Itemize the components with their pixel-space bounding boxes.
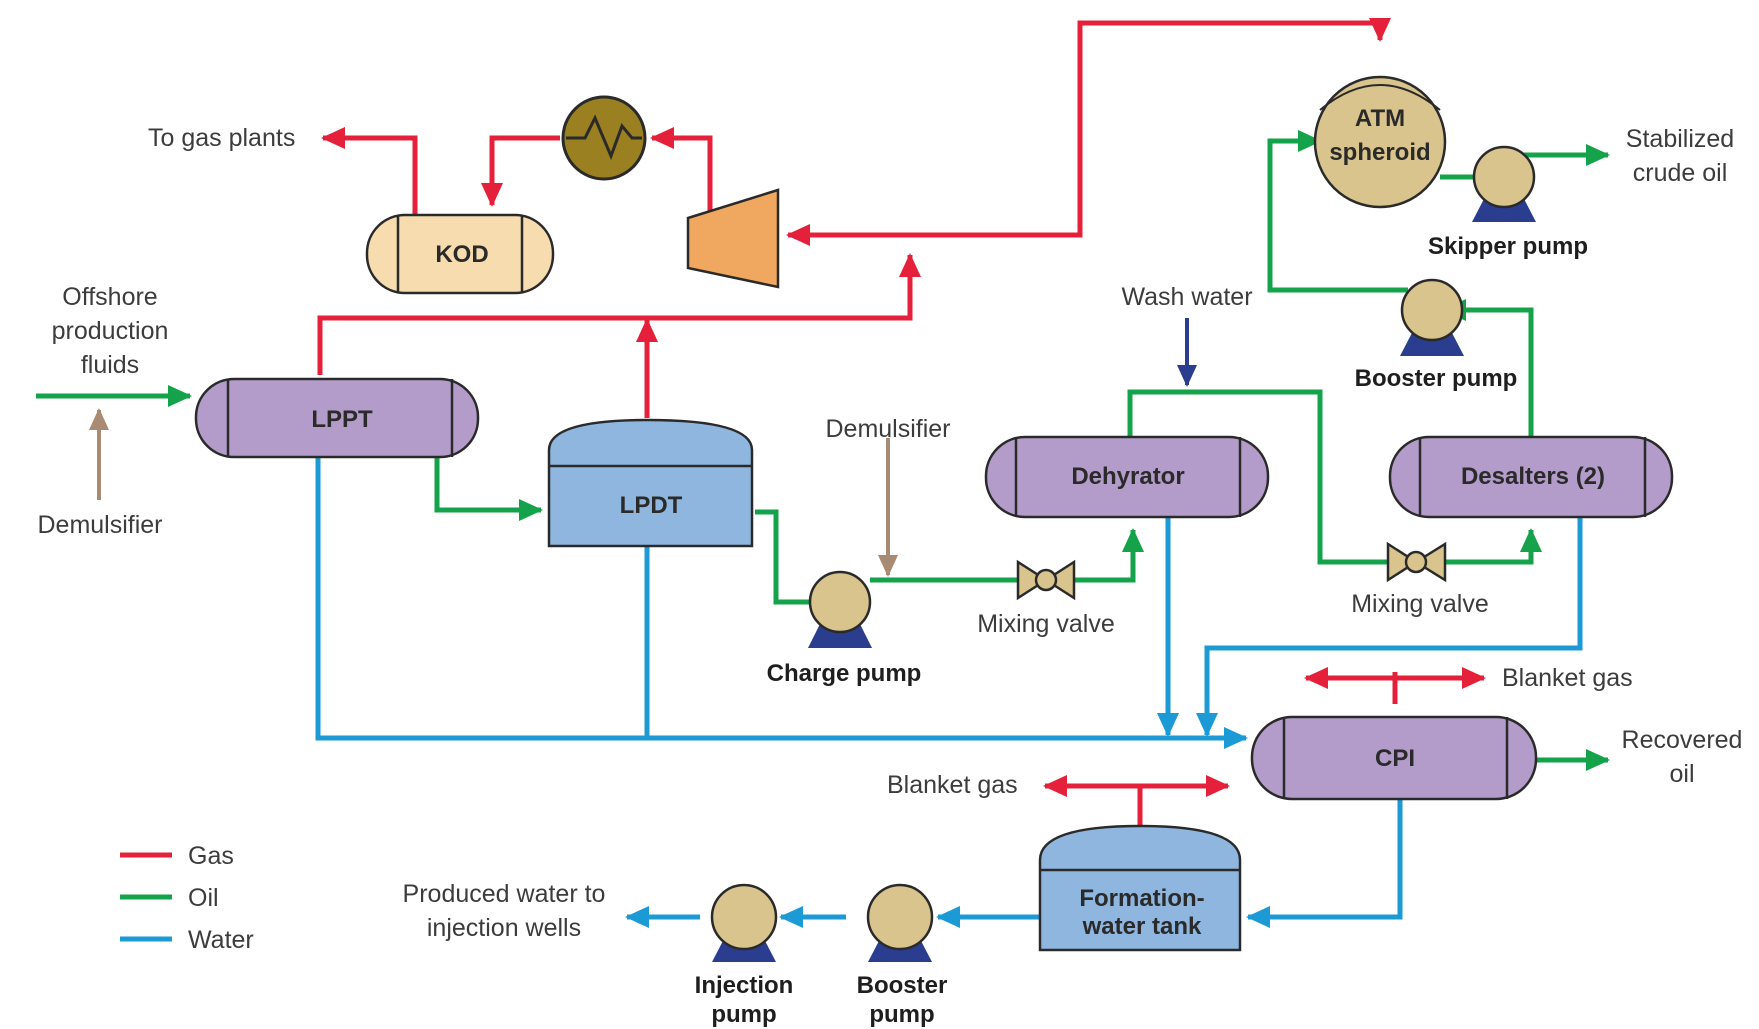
cpi-vessel: CPI bbox=[1250, 715, 1538, 801]
offshore-label-3: fluids bbox=[81, 351, 139, 379]
booster-pump-bottom-label-1: Booster bbox=[857, 972, 948, 999]
skipper-pump-label: Skipper pump bbox=[1428, 233, 1588, 260]
compressor-icon bbox=[686, 188, 780, 289]
offshore-label-2: production bbox=[52, 317, 169, 345]
legend-oil-label: Oil bbox=[188, 884, 219, 912]
fwt-label-1: Formation- bbox=[1079, 885, 1204, 912]
booster-pump-top-label: Booster pump bbox=[1355, 365, 1518, 392]
mixing-valve-label-1: Mixing valve bbox=[977, 610, 1115, 638]
injection-pump-label-1: Injection bbox=[695, 972, 794, 999]
lppt-label: LPPT bbox=[311, 406, 373, 433]
stream-labels: To gas plants Offshore production fluids… bbox=[37, 124, 1742, 942]
water-lines bbox=[315, 455, 1583, 928]
fwt-label-2: water tank bbox=[1082, 913, 1202, 940]
atm-label-2: spheroid bbox=[1329, 139, 1430, 166]
lpdt-tank: LPDT bbox=[547, 418, 754, 548]
oil-lines bbox=[36, 130, 1610, 771]
kod-vessel: KOD bbox=[365, 213, 555, 295]
injection-pump bbox=[710, 883, 778, 962]
gas-lines bbox=[317, 18, 1486, 826]
heat-exchanger bbox=[561, 95, 647, 181]
legend-water-label: Water bbox=[188, 926, 254, 954]
charge-pump bbox=[808, 570, 872, 648]
lppt-vessel: LPPT bbox=[194, 377, 480, 459]
skipper-pump bbox=[1472, 145, 1536, 222]
lpdt-label: LPDT bbox=[620, 492, 683, 519]
blanket-gas-label-1: Blanket gas bbox=[1502, 664, 1633, 692]
booster-pump-bottom-label-2: pump bbox=[869, 1001, 934, 1028]
desalters-label: Desalters (2) bbox=[1461, 463, 1605, 490]
to-gas-plants-label: To gas plants bbox=[148, 124, 295, 152]
pump-labels: Charge pump Skipper pump Booster pump In… bbox=[695, 233, 1588, 1028]
blanket-gas-label-2: Blanket gas bbox=[887, 771, 1018, 799]
offshore-label-1: Offshore bbox=[62, 283, 157, 311]
desalters-vessel: Desalters (2) bbox=[1388, 435, 1674, 519]
booster-pump-bottom bbox=[866, 883, 934, 962]
injection-lines bbox=[89, 318, 1197, 577]
demulsifier-left-label: Demulsifier bbox=[37, 511, 162, 539]
mixing-valve-label-2: Mixing valve bbox=[1351, 590, 1489, 618]
cpi-label: CPI bbox=[1375, 745, 1415, 772]
dehydrator-vessel: Dehyrator bbox=[984, 435, 1270, 519]
kod-label: KOD bbox=[435, 241, 488, 268]
injection-pump-label-2: pump bbox=[711, 1001, 776, 1028]
produced-water-label-2: injection wells bbox=[427, 914, 581, 942]
booster-pump-top bbox=[1400, 278, 1464, 356]
produced-water-label-1: Produced water to bbox=[403, 880, 606, 908]
dehydrator-label: Dehyrator bbox=[1071, 463, 1184, 490]
recovered-label-2: oil bbox=[1669, 760, 1694, 788]
mixing-valve-2 bbox=[1386, 541, 1447, 583]
wash-water-label: Wash water bbox=[1121, 283, 1252, 311]
charge-pump-label: Charge pump bbox=[767, 660, 922, 687]
atm-label-1: ATM bbox=[1355, 105, 1405, 132]
stabilized-label-2: crude oil bbox=[1633, 159, 1728, 187]
mixing-valve-1 bbox=[1016, 559, 1076, 601]
formation-water-tank: Formation- water tank bbox=[1038, 824, 1242, 952]
demulsifier-mid-label: Demulsifier bbox=[825, 415, 950, 443]
legend-gas-label: Gas bbox=[188, 842, 234, 870]
stabilized-label-1: Stabilized bbox=[1626, 125, 1734, 153]
legend: Gas Oil Water bbox=[120, 842, 254, 954]
recovered-label-1: Recovered bbox=[1622, 726, 1743, 754]
atm-spheroid: ATM spheroid bbox=[1313, 75, 1447, 209]
